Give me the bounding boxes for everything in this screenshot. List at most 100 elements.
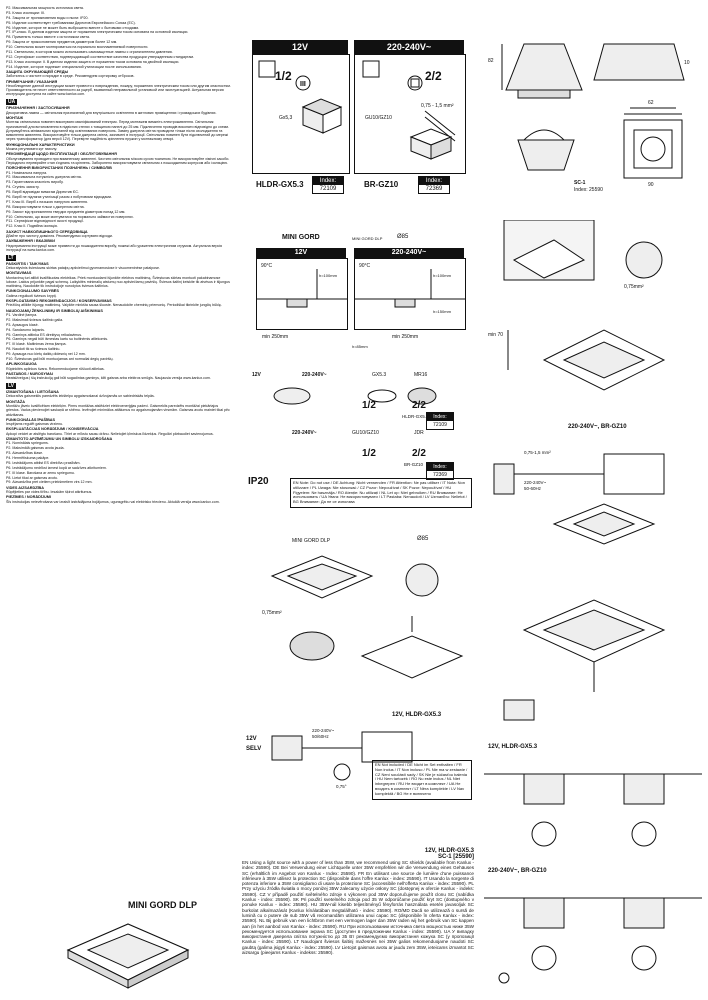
lv-line: P1. Nominālais spriegums.	[6, 441, 49, 446]
lt-line: P4. Sandarumo laipsnis.	[6, 327, 45, 332]
intro-line: P11. Светильник, в котором можно использ…	[6, 50, 173, 55]
ip-idx2-value: 72369	[433, 472, 447, 478]
lang-tag-lt: LT	[6, 254, 16, 261]
ip-idx1-value: 72109	[433, 422, 447, 428]
lt-line: P8. Naudoti tik su šviesos šaltiniu.	[6, 347, 61, 352]
selv-svg	[271, 731, 413, 781]
ua-text-3: Можна регулювати кут нахилу.	[6, 147, 58, 152]
en-paragraph: EN Using a light source with a power of …	[242, 860, 474, 956]
temp-90-b: 90°C	[359, 263, 371, 269]
selv-deg: 0,75°	[336, 784, 347, 789]
ua-line: P8. Використовувати тільки з джерелом св…	[6, 204, 85, 209]
lv-line: P8. Lietot tikai ar gaismas avotu.	[6, 475, 58, 480]
gu-label: GU10/GZ10	[365, 115, 392, 121]
lt-line: P3. Apsaugos klasė.	[6, 322, 39, 327]
env-heading: ЗАЩИТА ОКРУЖАЮЩЕЙ СРЕДЫ	[6, 69, 69, 74]
lt-heading-6: APLINKOSAUGA	[6, 362, 37, 367]
lv-heading-2: MONTĀŽA	[6, 399, 25, 404]
lt-line: P5. Gaminys atitinka ES direktyvų reikal…	[6, 332, 83, 337]
ip-idx2-header: Index:	[427, 463, 453, 471]
h100-a: h=100mm	[319, 273, 337, 278]
ua-line: P3. Гарантована класність виробу.	[6, 180, 64, 185]
lv-text-1: Dekoratīvs gaismeklis paredzēts iekštelp…	[6, 394, 155, 399]
ip-br: BR-GZ10	[404, 462, 424, 467]
lv-text-7: Šīs instrukcijas neievērošana var izrais…	[6, 499, 220, 504]
intro-line: P6. Изделие, которое не может быть выбро…	[6, 25, 140, 30]
right-220v-wiring: 220-240V~, BR-GZ10 0,75-1,5 mm² 220-240V…	[484, 424, 702, 584]
right-bottom-svg-2	[484, 897, 702, 984]
lt-heading-2: MONTAVIMAS	[6, 271, 32, 276]
ip-frac-2: 2/2	[412, 400, 426, 411]
ip-idx1-header: Index:	[427, 413, 453, 421]
lt-line: P1. Vardinė įtampa.	[6, 312, 38, 317]
intro-line: P2. Максимальная мощность источника свет…	[6, 6, 84, 10]
lang-tag-ua: UA	[6, 99, 18, 106]
product-frame-illustration	[66, 923, 190, 989]
bottom-right-install-svg	[503, 599, 666, 721]
install-steps-right: 0,75mm² min 70	[484, 219, 702, 420]
lv-heading-3: FUNKCIONĀLĀS ĪPAŠĪBAS	[6, 417, 56, 422]
lower-mid-steps: MINI GORD DLP Ø85 0,75mm²	[242, 534, 474, 704]
dim-62: 62	[648, 100, 654, 106]
br-name: BR-GZ10	[364, 180, 399, 189]
lower-mid-diam: Ø85	[417, 536, 429, 542]
ua-line: P9. Захист від проникнення твердих предм…	[6, 209, 126, 214]
lt-heading-5: NAUDOJAMŲ ŽENKLINIMŲ IR SIMBOLIŲ AIŠKINI…	[6, 308, 103, 313]
env-text: Заботьтесь о чистоте и порядке в среде. …	[6, 74, 135, 79]
intro-line: P13. Класс изоляции: II. В данном издели…	[6, 59, 180, 64]
h85: h=85mm	[352, 344, 368, 349]
ip-panel: 12V 220-240V~ GX5.3 MR16 1/2 2/2 HLDR-GX…	[242, 368, 474, 526]
intro-line: P4. Защита от проникновения воды и пыли:…	[6, 15, 89, 20]
lv-line: P2. Maksimālā gaismas avota jauda.	[6, 446, 65, 451]
voltage-panel: 12V 220-240V~ III 1/2 Gx5,3 2/2 GU10/GZ1…	[242, 40, 474, 220]
wire-section-value: 0,75 - 1,5	[421, 103, 443, 109]
hldr-index-box: Index: 72109	[312, 176, 344, 194]
lv-text-6: Rūpējieties par vides tīrību. Iesakām šķ…	[6, 490, 93, 495]
svg-text:III: III	[300, 81, 306, 88]
lv-heading-1: IZMANTOŠANA / LIETOŠANA	[6, 390, 59, 395]
lt-line: P2. Maksimali šviesos šaltinio galia.	[6, 317, 64, 322]
bottom-left-product: MINI GORD DLP	[8, 900, 234, 996]
install-steps-svg	[503, 219, 666, 391]
lv-line: P4. Hermētiskuma pakāpe.	[6, 455, 50, 460]
lv-text-4: Apkopi veiciet ar atslēgtu barošanu. Tīr…	[6, 431, 214, 436]
ua-line: P6. Виріб не підлягає утилізації разом з…	[6, 194, 112, 199]
dim-10: 10	[684, 60, 690, 66]
ua-heading-5: ПОЯСНЕННЯ ВИКОРИСТАНИХ ПОЗНАЧЕНЬ / СИМВО…	[6, 166, 112, 171]
right-wire-unit: mm²	[541, 450, 551, 455]
ua-line: P4. Ступінь захисту.	[6, 185, 40, 190]
lv-line: P3. Aizsardzības klase.	[6, 451, 44, 456]
intro-line: P10. Светильник может монтироваться на н…	[6, 45, 149, 50]
dim-90: 90	[648, 182, 654, 188]
left-text-column: P2. Максимальная мощность источника свет…	[6, 6, 232, 505]
ua-heading-2: МОНТАЖ	[6, 115, 24, 120]
ua-line: P7. Клас III. Виріб з низькою напругою ж…	[6, 199, 88, 204]
lv-heading-5: IZMANTOTO APZĪMĒJUMU UN SIMBOLU IZSKAIDR…	[6, 437, 113, 442]
ip-warn-box: EN Note: Do not use / DE Achtung: Nicht …	[290, 478, 472, 508]
br-index-value: 72369	[425, 186, 443, 192]
install-220v-box: 90°C h=100mm h=150mm	[354, 258, 466, 330]
ua-heading-7: ЗАУВАЖЕННЯ / ВКАЗІВКИ	[6, 239, 55, 244]
lt-text-3: Galima reguliuoti šviesos kryptį.	[6, 293, 57, 298]
ua-line: P1. Номінальна напруга.	[6, 170, 48, 175]
ip-lamp-row	[273, 387, 437, 405]
selv-v220: 220-240V~	[312, 728, 335, 733]
ip-hldr: HLDR-GX5.3	[402, 414, 429, 419]
min-250-a: min 250mm	[262, 334, 289, 340]
ip-v220-2: 220-240V~	[292, 430, 317, 436]
lv-heading-6: VIDES AIZSARDZĪBA	[6, 485, 45, 490]
right-bottom-svg-1	[484, 773, 702, 847]
ua-line: P2. Максимальна потужність джерела світл…	[6, 175, 82, 180]
lv-heading-7: PIEZĪMES / NORĀDĪJUMI	[6, 495, 51, 500]
h150: h=150mm	[433, 309, 451, 314]
ua-text-6: Дбайте про чистоту довкілля. Рекомендуєм…	[6, 233, 113, 238]
lt-line: P6. Gaminys negali būti išmestas kartu s…	[6, 337, 109, 342]
selv-box: EN Not included / DE Nicht im Set enthal…	[372, 760, 472, 800]
note-text: Несоблюдение данной инструкции может при…	[6, 83, 231, 97]
wire-section-label: 0,75 - 1,5 mm²	[421, 103, 454, 109]
lt-line: P9. Apsauga nuo kietų daiktų didesnių ne…	[6, 352, 86, 357]
lt-line: P10. Šviestuvas gali būti montuojamas an…	[6, 356, 114, 361]
ua-line: P5. Виріб відповідає вимогам Директив ЄС…	[6, 190, 79, 195]
min-70-label: min 70	[488, 332, 504, 338]
ip-gx53: GX5.3	[372, 372, 387, 378]
